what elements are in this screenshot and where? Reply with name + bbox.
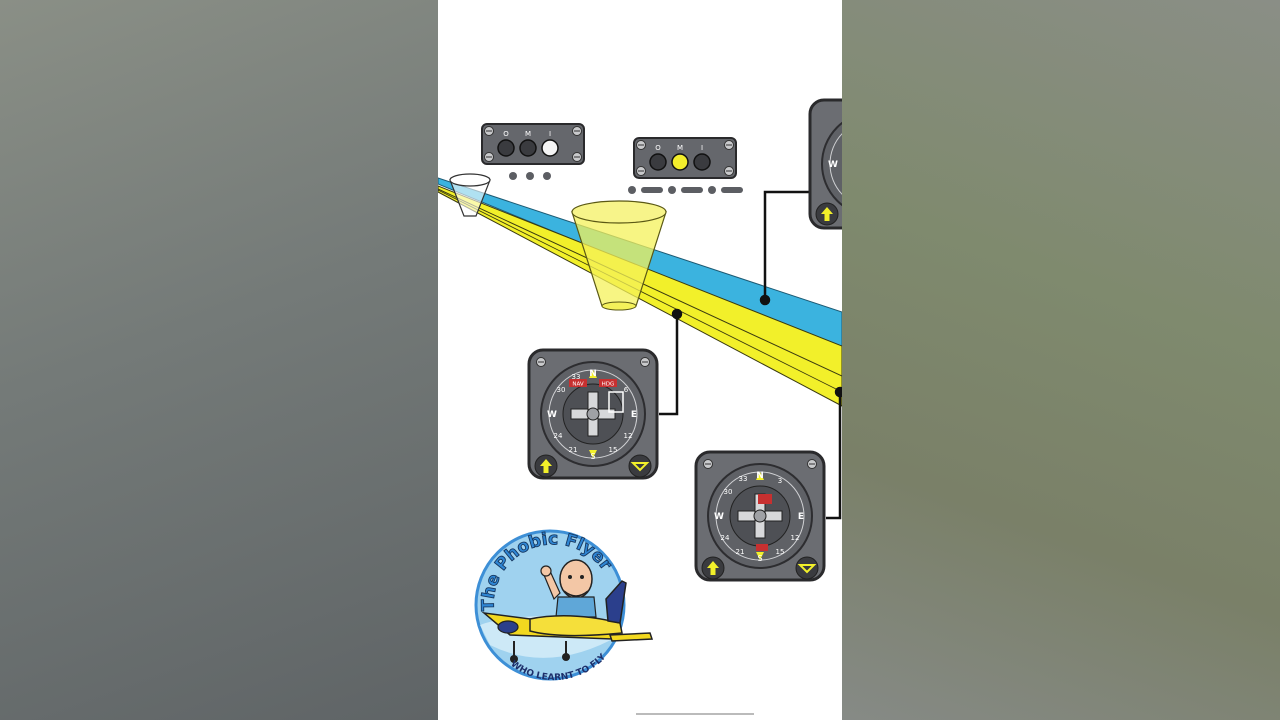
heading-15: 15 xyxy=(609,446,618,454)
cardinal-e: E xyxy=(798,512,804,522)
cardinal-n: N xyxy=(756,471,764,481)
marker-label-i: I xyxy=(549,130,551,138)
nav-flag: NAV xyxy=(572,382,584,388)
ils-diagram: O M I O M I xyxy=(438,0,842,720)
marker-lamp-outer xyxy=(649,153,667,171)
cardinal-s: S xyxy=(757,554,762,563)
cardinal-e: E xyxy=(631,410,637,420)
heading-33: 33 xyxy=(572,373,581,381)
pilot-avatar xyxy=(540,559,597,618)
heading-6: 6 xyxy=(624,386,629,394)
marker-lamp-outer xyxy=(497,139,515,157)
marker-label-m: M xyxy=(525,130,531,138)
marker-panel-outer: O M I xyxy=(481,123,585,165)
marker-lamp-middle xyxy=(519,139,537,157)
heading-33: 33 xyxy=(739,475,748,483)
heading-24: 24 xyxy=(721,534,730,542)
cardinal-w: W xyxy=(828,160,838,170)
marker-lamp-inner xyxy=(541,139,559,157)
phobic-flyer-logo: The Phobic Flyer WHO LEARNT TO FLY xyxy=(474,529,654,683)
cardinal-n: N xyxy=(589,369,597,379)
marker-lamp-middle xyxy=(671,153,689,171)
marker-label-m: M xyxy=(677,144,683,152)
cardinal-w: W xyxy=(714,512,724,522)
heading-21: 21 xyxy=(569,446,578,454)
marker-label-o: O xyxy=(655,144,661,152)
hsi-instrument-left: NAV HDG N E S W 33 30 24 21 15 12 6 xyxy=(527,348,659,480)
leader-lines xyxy=(659,190,842,520)
outer-marker-cone xyxy=(449,173,491,217)
marker-label-o: O xyxy=(503,130,509,138)
cardinal-w: W xyxy=(547,410,557,420)
heading-12: 12 xyxy=(624,432,633,440)
right-blur-background xyxy=(842,0,1280,720)
marker-lamp-inner xyxy=(693,153,711,171)
heading-12: 12 xyxy=(791,534,800,542)
morse-dot-dash xyxy=(628,186,743,194)
cardinal-s: S xyxy=(590,452,595,461)
marker-panel-middle: O M I xyxy=(633,137,737,179)
left-blur-background xyxy=(0,0,438,720)
ils-illustration: O M I O M I xyxy=(438,98,842,715)
morse-dots xyxy=(509,172,551,180)
heading-3: 3 xyxy=(778,477,782,485)
middle-marker-cone xyxy=(571,200,667,311)
heading-30: 30 xyxy=(724,488,733,496)
heading-30: 30 xyxy=(557,386,566,394)
hdg-flag: HDG xyxy=(602,382,615,388)
hsi-instrument-right: N E S W 33 30 24 21 15 12 3 xyxy=(694,450,826,582)
yellow-plane xyxy=(481,580,654,663)
hsi-instrument-top-right: W xyxy=(808,98,842,230)
marker-label-i: I xyxy=(701,144,703,152)
heading-24: 24 xyxy=(554,432,563,440)
heading-21: 21 xyxy=(736,548,745,556)
heading-15: 15 xyxy=(776,548,785,556)
